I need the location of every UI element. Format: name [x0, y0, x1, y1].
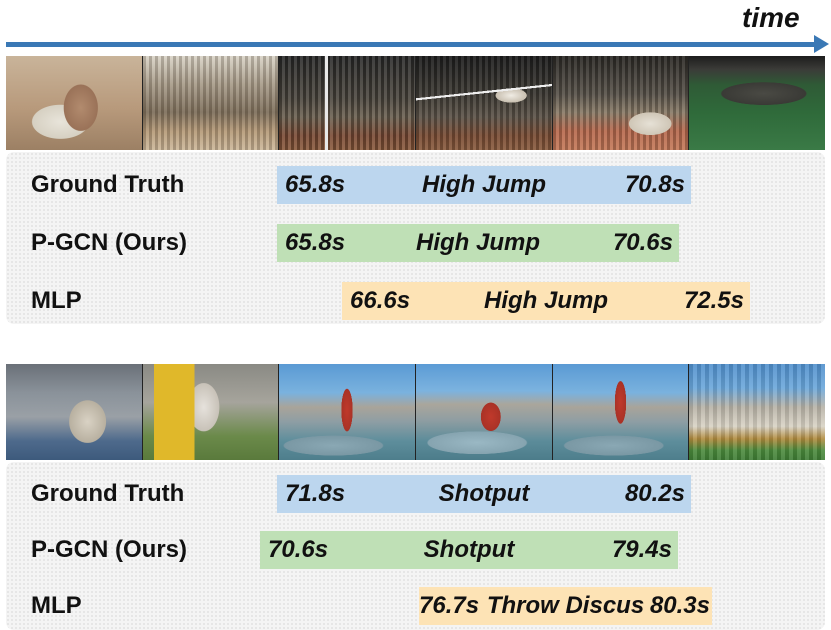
segment-bar-ground-truth: Shotput 71.8s 80.2s — [277, 475, 691, 513]
segment-action: High Jump — [416, 229, 540, 256]
segment-end-time: 80.3s — [649, 592, 710, 619]
frame-crouching-athlete — [6, 56, 143, 150]
frame-stadium-crowd — [142, 56, 280, 150]
frame-shotput-ring — [279, 364, 417, 460]
segment-start-time: 71.8s — [285, 480, 346, 507]
segment-action: High Jump — [484, 287, 608, 314]
segment-action: High Jump — [422, 171, 546, 198]
segment-action: Shotput — [438, 480, 530, 507]
segment-end-time: 79.4s — [611, 536, 672, 563]
time-label: time — [742, 2, 800, 33]
frame-shotput-throw — [552, 364, 690, 460]
row-label-pgcn: P-GCN (Ours) — [31, 536, 187, 563]
segment-start-time: 70.6s — [268, 536, 329, 563]
segment-action: Shotput — [423, 536, 515, 563]
segment-start-time: 65.8s — [285, 229, 346, 256]
row-label-ground-truth: Ground Truth — [31, 171, 185, 198]
frame-athlete-prepare — [142, 364, 280, 460]
row-label-mlp: MLP — [31, 287, 82, 314]
frame-stadium-field — [689, 56, 826, 150]
frame-shotput-crouch — [416, 364, 553, 460]
frame-strip-high-jump — [6, 56, 826, 150]
segment-bar-pgcn: Shotput 70.6s 79.4s — [260, 531, 678, 569]
row-label-pgcn: P-GCN (Ours) — [31, 229, 187, 256]
frame-athlete-bag — [6, 364, 143, 460]
segment-end-time: 72.5s — [683, 287, 744, 314]
frame-landing — [552, 56, 690, 150]
segment-start-time: 65.8s — [285, 171, 346, 198]
row-label-mlp: MLP — [31, 592, 82, 619]
segment-bar-pgcn: High Jump 65.8s 70.6s — [277, 224, 679, 262]
segment-end-time: 70.6s — [612, 229, 673, 256]
time-arrow-head — [814, 35, 829, 53]
segment-action: Throw Discus — [486, 592, 645, 619]
segment-bar-ground-truth: High Jump 65.8s 70.8s — [277, 166, 691, 204]
row-label-ground-truth: Ground Truth — [31, 480, 185, 507]
frame-high-jump-bar — [279, 56, 417, 150]
segment-bar-mlp: Throw Discus 76.7s 80.3s — [419, 587, 712, 625]
frame-strip-shotput — [6, 364, 826, 460]
segment-end-time: 70.8s — [624, 171, 685, 198]
segment-bar-mlp: High Jump 66.6s 72.5s — [342, 282, 750, 320]
frame-high-jump-clear — [416, 56, 553, 150]
time-arrow-shaft — [6, 42, 821, 47]
segment-start-time: 66.6s — [350, 287, 411, 314]
segment-start-time: 76.7s — [419, 592, 480, 619]
frame-empty-stadium — [689, 364, 826, 460]
segment-end-time: 80.2s — [624, 480, 685, 507]
